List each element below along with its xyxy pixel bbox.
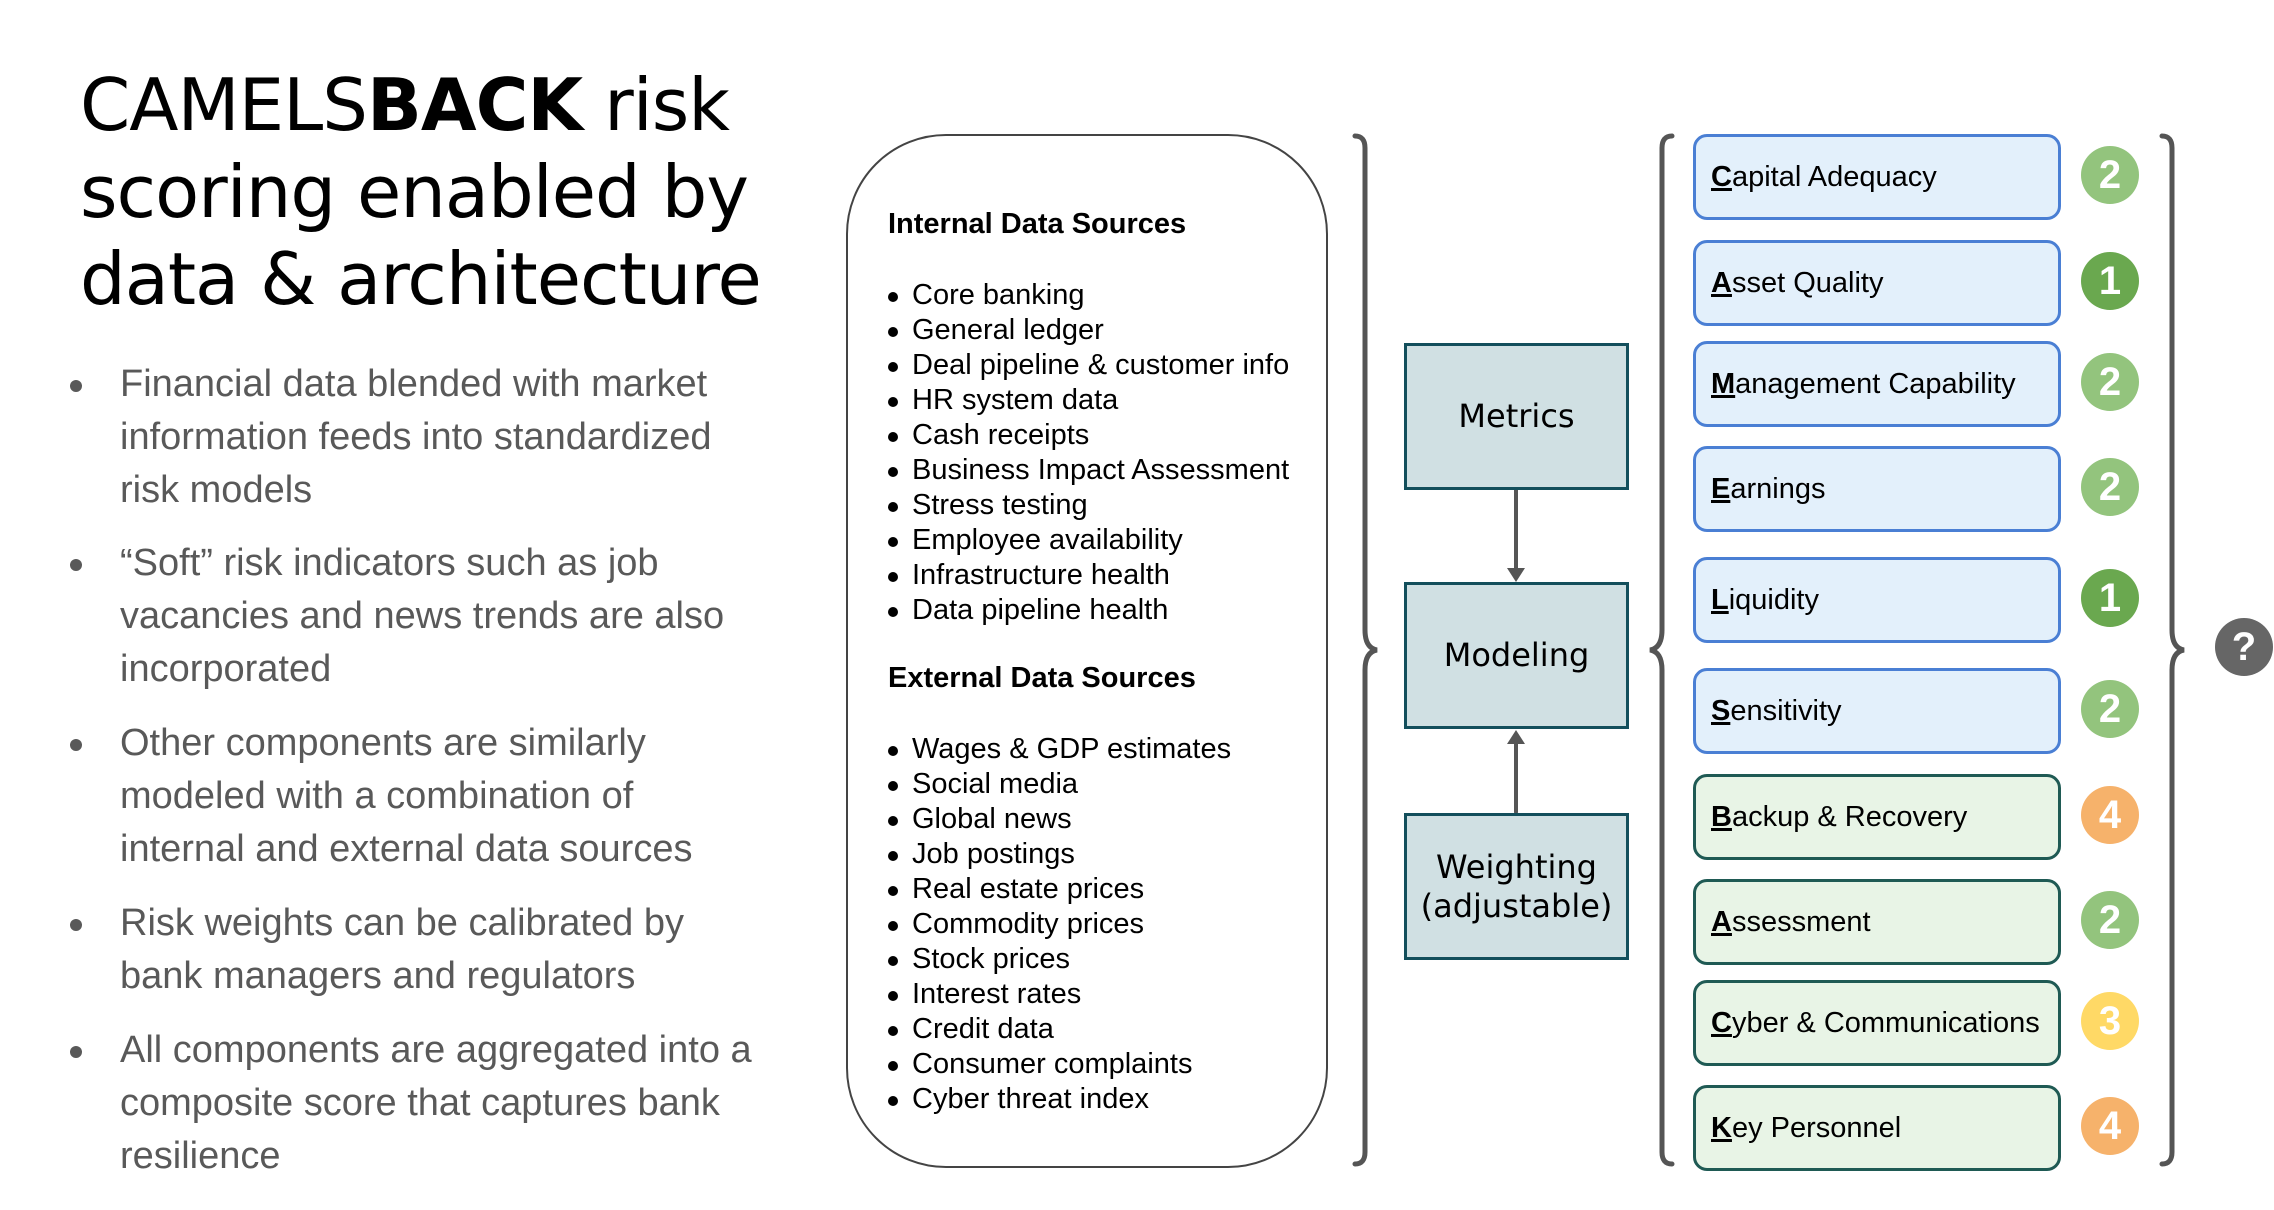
- source-item: Business Impact Assessment: [888, 453, 1289, 488]
- category-label: Key Personnel: [1711, 1111, 1902, 1144]
- category-label: Cyber & Communications: [1711, 1006, 2040, 1039]
- score-badge: 2: [2081, 146, 2139, 204]
- source-item: General ledger: [888, 313, 1289, 348]
- score-badge: 4: [2081, 786, 2139, 844]
- external-sources-heading: External Data Sources: [888, 662, 1196, 694]
- source-item: HR system data: [888, 383, 1289, 418]
- source-item: Consumer complaints: [888, 1047, 1231, 1082]
- score-badge: 2: [2081, 353, 2139, 411]
- score-badge: 3: [2081, 992, 2139, 1050]
- source-item: Wages & GDP estimates: [888, 732, 1231, 767]
- score-badge: 1: [2081, 252, 2139, 310]
- source-item: Cyber threat index: [888, 1082, 1231, 1117]
- source-item: Commodity prices: [888, 907, 1231, 942]
- category-label: Capital Adequacy: [1711, 160, 1937, 193]
- category-label: Earnings: [1711, 472, 1826, 505]
- score-badge: 1: [2081, 569, 2139, 627]
- composite-score-help-icon[interactable]: ?: [2215, 618, 2273, 676]
- category-label: Liquidity: [1711, 583, 1819, 616]
- category-box: Sensitivity: [1693, 668, 2061, 754]
- category-box: Cyber & Communications: [1693, 980, 2061, 1066]
- source-item: Interest rates: [888, 977, 1231, 1012]
- page-title: CAMELSBACK risk scoring enabled by data …: [80, 63, 762, 321]
- modeling-box: Modeling: [1404, 582, 1629, 729]
- score-badge: 2: [2081, 680, 2139, 738]
- brace-categories: [1649, 133, 1675, 1167]
- category-box: Assessment: [1693, 879, 2061, 965]
- category-box: Asset Quality: [1693, 240, 2061, 326]
- category-box: Capital Adequacy: [1693, 134, 2061, 220]
- category-label: Assessment: [1711, 905, 1871, 938]
- score-badge: 2: [2081, 458, 2139, 516]
- brace-sources: [1352, 133, 1378, 1167]
- source-item: Data pipeline health: [888, 593, 1289, 628]
- source-item: Employee availability: [888, 523, 1289, 558]
- metrics-box: Metrics: [1404, 343, 1629, 490]
- source-item: Stock prices: [888, 942, 1231, 977]
- score-badge: 4: [2081, 1097, 2139, 1155]
- score-badge: 2: [2081, 891, 2139, 949]
- category-label: Management Capability: [1711, 367, 2016, 400]
- source-item: Social media: [888, 767, 1231, 802]
- source-item: Real estate prices: [888, 872, 1231, 907]
- category-box: Management Capability: [1693, 341, 2061, 427]
- category-label: Asset Quality: [1711, 266, 1884, 299]
- source-item: Global news: [888, 802, 1231, 837]
- category-box: Key Personnel: [1693, 1085, 2061, 1171]
- category-label: Backup & Recovery: [1711, 800, 1968, 833]
- source-item: Core banking: [888, 278, 1289, 313]
- brace-composite: [2159, 133, 2185, 1167]
- internal-sources-heading: Internal Data Sources: [888, 208, 1187, 240]
- source-item: Cash receipts: [888, 418, 1289, 453]
- source-item: Deal pipeline & customer info: [888, 348, 1289, 383]
- weighting-box: Weighting(adjustable): [1404, 813, 1629, 960]
- category-box: Backup & Recovery: [1693, 774, 2061, 860]
- source-item: Credit data: [888, 1012, 1231, 1047]
- category-label: Sensitivity: [1711, 694, 1842, 727]
- source-item: Stress testing: [888, 488, 1289, 523]
- source-item: Job postings: [888, 837, 1231, 872]
- category-box: Earnings: [1693, 446, 2061, 532]
- category-box: Liquidity: [1693, 557, 2061, 643]
- source-item: Infrastructure health: [888, 558, 1289, 593]
